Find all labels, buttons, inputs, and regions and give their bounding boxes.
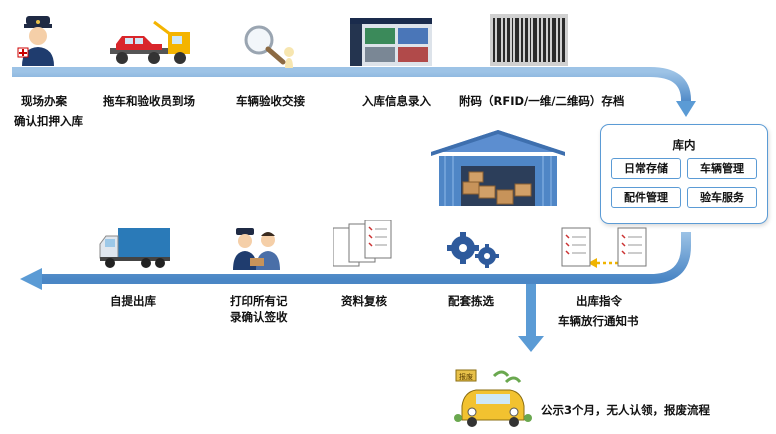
label-sign-2: 录确认签收 (230, 310, 288, 324)
label-sign: 打印所有记 (230, 294, 288, 308)
top-flow-band (12, 67, 691, 104)
bottom-flow-arrowhead (20, 268, 42, 290)
label-release-order-2: 车辆放行通知书 (558, 314, 639, 328)
officers-icon (233, 228, 280, 270)
monitor-screen-icon (350, 18, 432, 66)
label-entry: 入库信息录入 (362, 94, 431, 108)
label-towing: 拖车和验收员到场 (103, 94, 195, 108)
tag-daily-storage: 日常存储 (611, 158, 681, 179)
documents-stack-icon (333, 220, 392, 267)
magnifier-icon (244, 25, 294, 68)
label-picking: 配套拣选 (448, 294, 494, 308)
tag-vehicle-management: 车辆管理 (687, 158, 757, 179)
label-inspection: 车辆验收交接 (236, 94, 305, 108)
tow-truck-icon (110, 20, 190, 64)
right-flow-connector (40, 232, 691, 284)
warehouse-icon (431, 130, 565, 206)
label-onsite-2: 确认扣押入库 (14, 114, 83, 128)
label-review: 资料复核 (341, 294, 387, 308)
down-flow-shaft (526, 284, 536, 338)
svg-text:报废: 报废 (459, 372, 473, 381)
documents-icon (561, 227, 647, 267)
top-flow-arrowhead (676, 101, 696, 117)
label-disposal: 公示3个月，无人认领，报废流程 (541, 403, 710, 417)
scrap-car-icon: 报废 (454, 369, 532, 427)
police-officer-icon (17, 16, 54, 66)
down-flow-arrowhead (518, 336, 544, 352)
label-pickup: 自提出库 (110, 294, 156, 308)
tag-parts-management: 配件管理 (611, 187, 681, 208)
label-release-order: 出库指令 (576, 294, 622, 308)
warehouse-title: 库内 (672, 138, 696, 152)
warehouse-panel: 库内 日常存储 车辆管理 配件管理 验车服务 (600, 124, 768, 224)
tag-inspection-service: 验车服务 (687, 187, 757, 208)
label-onsite: 现场办案 (21, 94, 67, 108)
dotted-arrowhead (588, 258, 597, 268)
label-coding: 附码（RFID/一维/二维码）存档 (459, 94, 625, 108)
gears-icon (447, 232, 499, 268)
barcode-icon (490, 14, 568, 66)
cargo-truck-icon (99, 228, 170, 268)
